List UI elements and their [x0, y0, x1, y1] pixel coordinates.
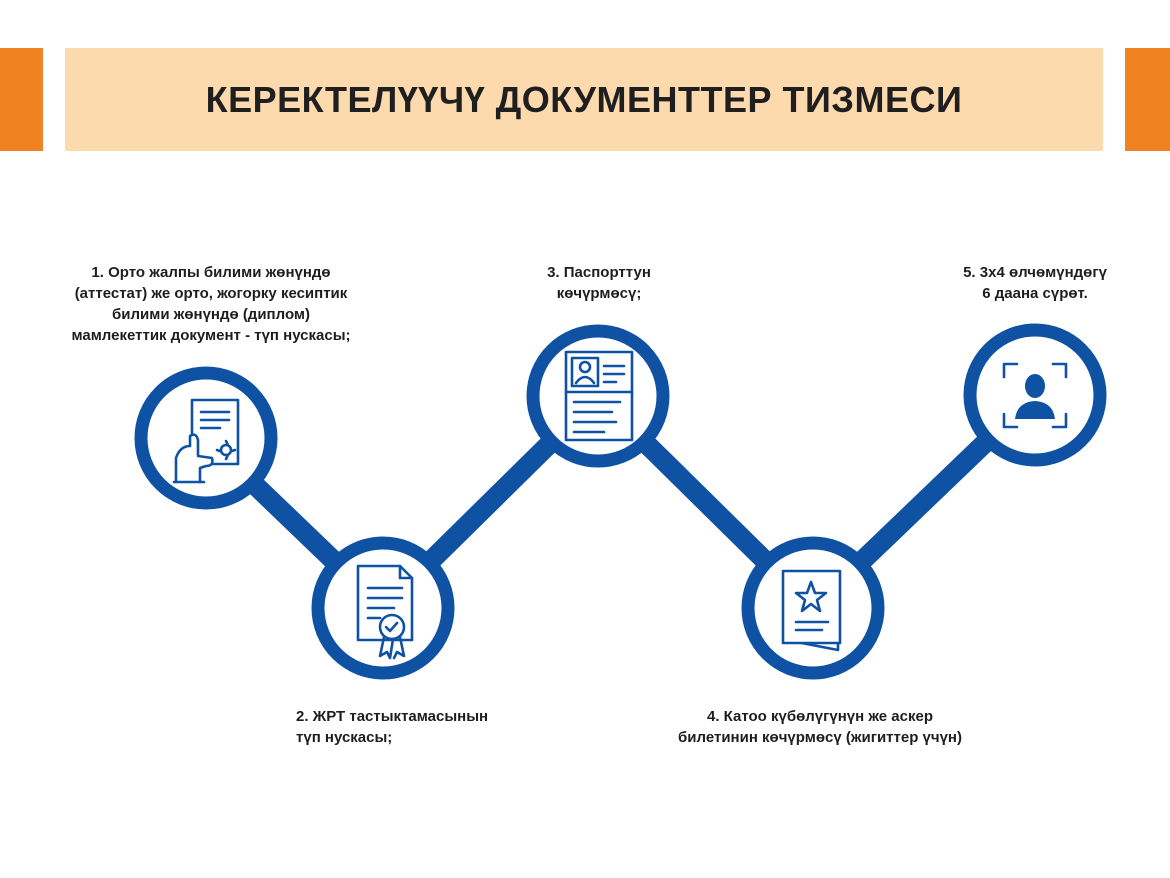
- step-4-line-2: билетинин көчүрмөсү (жигиттер үчүн): [678, 729, 962, 746]
- left-accent-bar: [0, 48, 43, 151]
- step-1-line-4: мамлекеттик документ - түп нускасы;: [71, 327, 351, 344]
- step-4-node: [741, 536, 885, 680]
- step-2-node: [311, 536, 455, 680]
- step-5-line-2: 6 даана сүрөт.: [982, 285, 1088, 302]
- right-accent-bar: [1125, 48, 1170, 151]
- award-document-icon: [356, 564, 414, 660]
- step-1-line-1: 1. Орто жалпы билими жөнүндө: [91, 264, 331, 281]
- step-1-line-3: билими жөнүндө (диплом): [111, 306, 311, 323]
- step-1-node: [134, 366, 278, 510]
- step-2-label: 2. ЖРТ тастыктамасынын түп нускасы;: [296, 706, 488, 748]
- title-band: КЕРЕКТЕЛҮҮЧҮ ДОКУМЕНТТЕР ТИЗМЕСИ: [65, 48, 1103, 151]
- page-title: КЕРЕКТЕЛҮҮЧҮ ДОКУМЕНТТЕР ТИЗМЕСИ: [205, 78, 963, 120]
- step-5-line-1: 5. 3х4 өлчөмүндөгү: [963, 264, 1107, 281]
- step-5-node: [963, 323, 1107, 467]
- step-4-line-1: 4. Катоо күбөлүгүнүн же аскер: [706, 708, 933, 725]
- step-2-line-2: түп нускасы;: [296, 729, 393, 746]
- step-3-line-1: 3. Паспорттун: [547, 264, 651, 281]
- step-2-line-1: 2. ЖРТ тастыктамасынын: [296, 708, 489, 725]
- step-3-line-2: көчүрмөсү;: [556, 285, 642, 302]
- step-1-label: 1. Орто жалпы билими жөнүндө (аттестат) …: [48, 262, 374, 346]
- certificate-hand-icon: [172, 398, 240, 484]
- military-id-icon: [781, 569, 842, 652]
- step-4-label: 4. Катоо күбөлүгүнүн же аскер билетинин …: [640, 706, 1000, 748]
- passport-icon: [564, 350, 634, 442]
- step-3-node: [526, 324, 670, 468]
- step-5-label: 5. 3х4 өлчөмүндөгү 6 даана сүрөт.: [940, 262, 1130, 304]
- step-1-line-2: (аттестат) же орто, жогорку кесиптик: [74, 285, 348, 302]
- step-3-label: 3. Паспорттун көчүрмөсү;: [520, 262, 678, 304]
- photo-portrait-icon: [1002, 362, 1068, 429]
